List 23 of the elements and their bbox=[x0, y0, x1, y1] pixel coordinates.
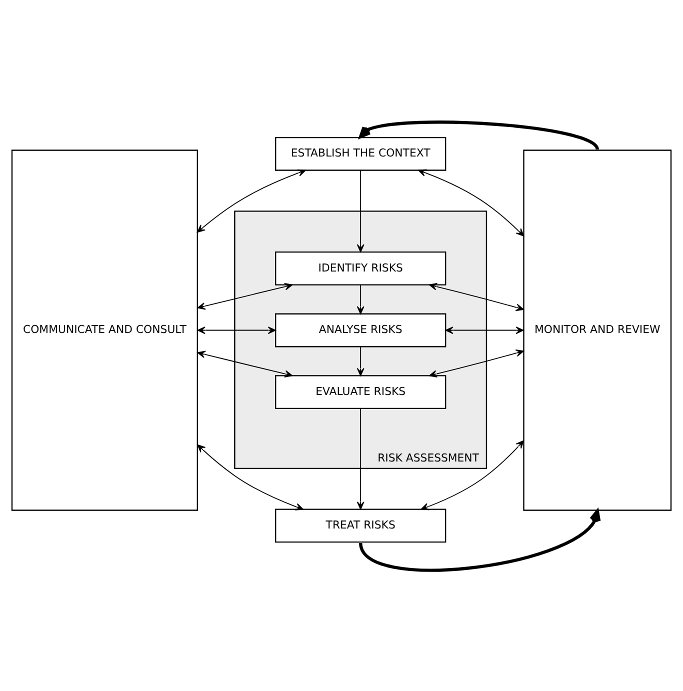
node-box: MONITOR AND REVIEW bbox=[523, 149, 672, 510]
node-box: ESTABLISH THE CONTEXT bbox=[275, 136, 446, 170]
node-box: COMMUNICATE AND CONSULT bbox=[11, 149, 198, 510]
arrow bbox=[420, 440, 524, 510]
arrow bbox=[356, 408, 364, 510]
arrow bbox=[197, 282, 293, 310]
arrow bbox=[359, 120, 599, 150]
arrow bbox=[356, 284, 364, 314]
node-box: TREAT RISKS bbox=[275, 508, 446, 542]
arrow bbox=[356, 346, 364, 376]
arrow bbox=[428, 282, 524, 311]
arrow bbox=[418, 168, 524, 236]
node-box: EVALUATE RISKS bbox=[275, 374, 446, 409]
arrow bbox=[359, 509, 601, 572]
arrow bbox=[196, 168, 306, 232]
arrow bbox=[197, 350, 293, 378]
arrow bbox=[197, 444, 304, 510]
arrow bbox=[197, 326, 276, 334]
node-box: ANALYSE RISKS bbox=[275, 312, 446, 347]
arrow bbox=[428, 348, 524, 378]
node-box: IDENTIFY RISKS bbox=[275, 251, 446, 285]
arrow bbox=[445, 326, 524, 334]
arrow bbox=[356, 169, 364, 252]
